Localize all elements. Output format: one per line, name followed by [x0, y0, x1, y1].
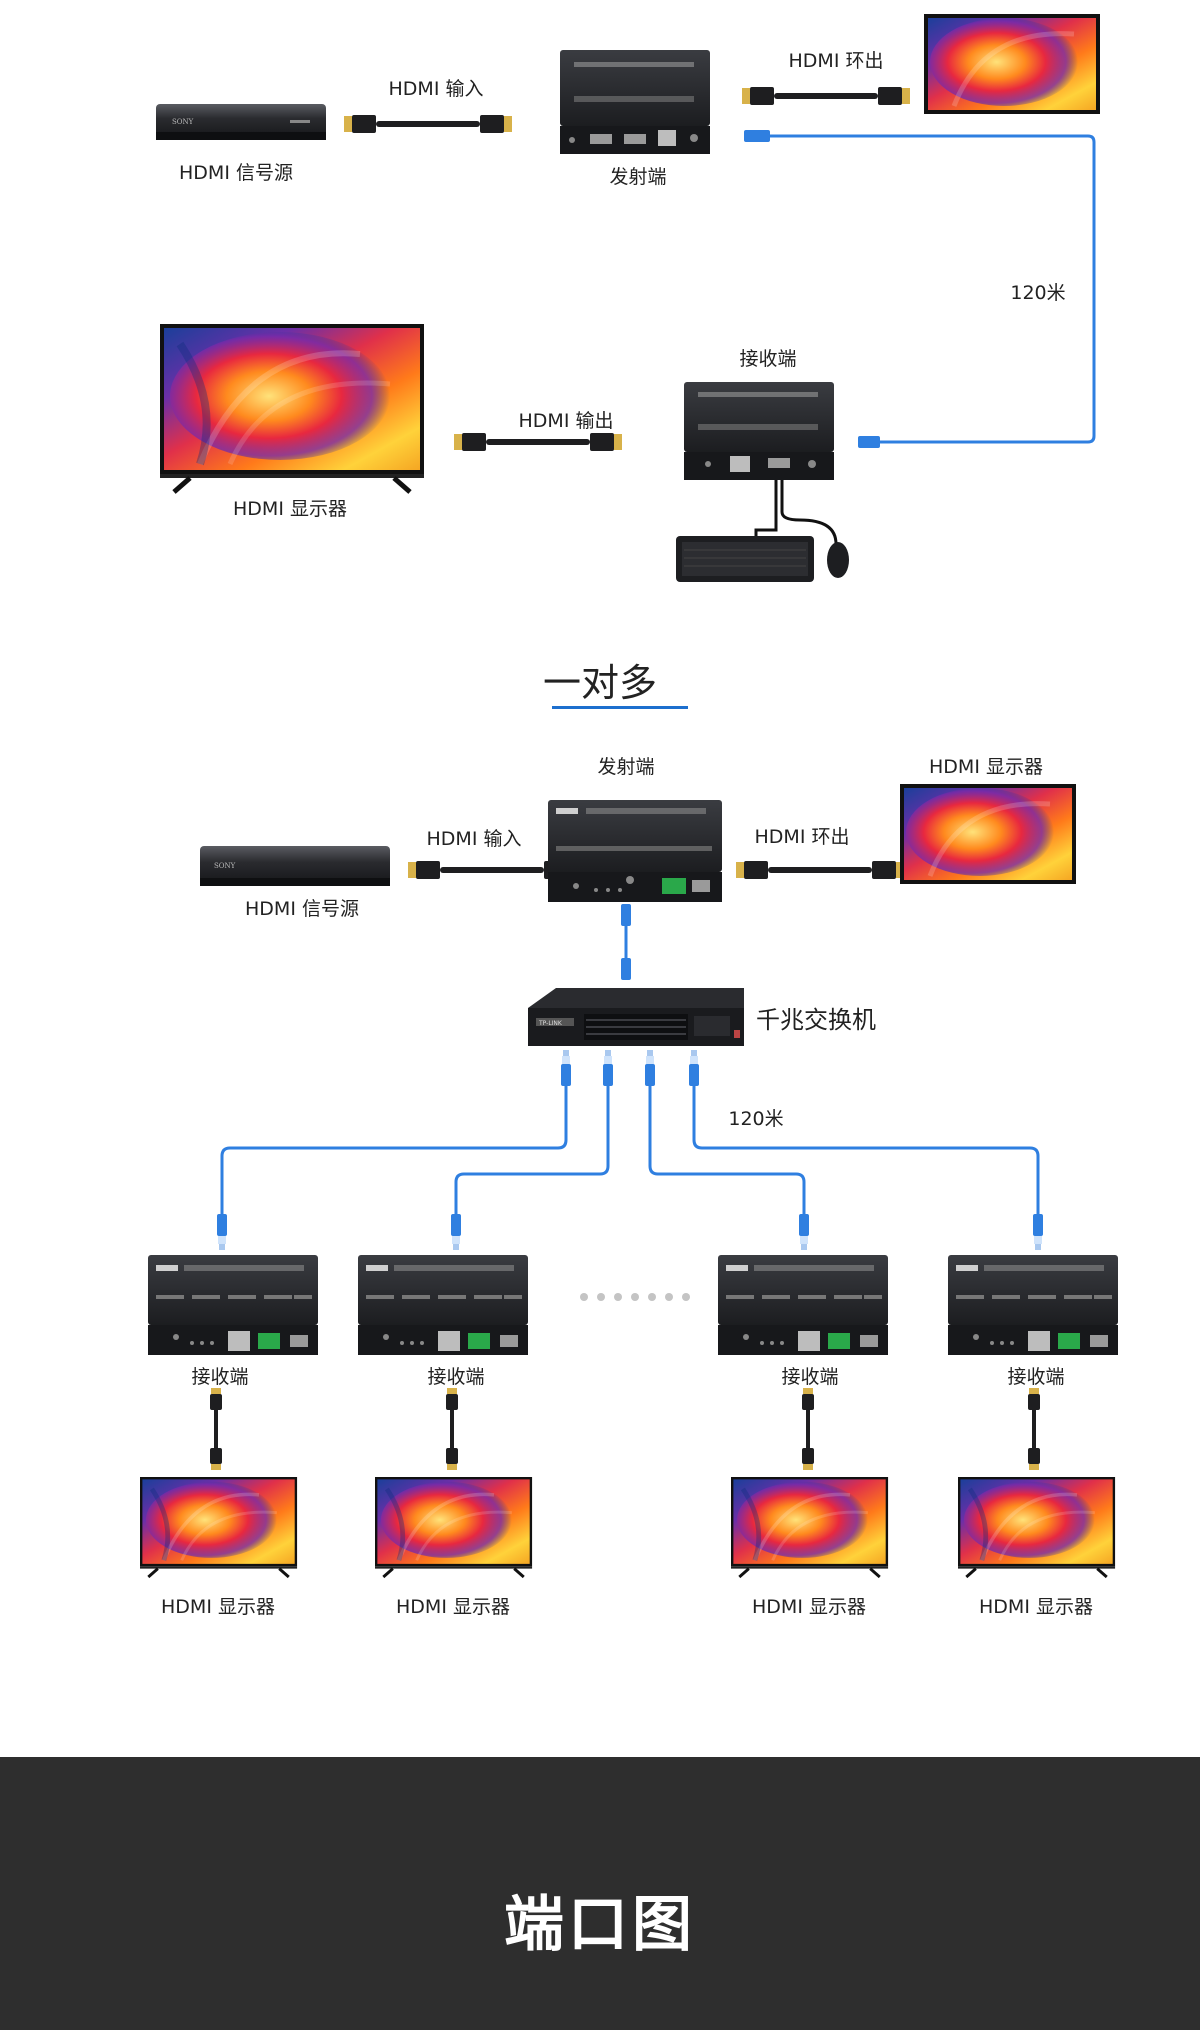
- m-transmitter: [548, 800, 722, 902]
- m-display-label-4: HDMI 显示器: [979, 1596, 1093, 1618]
- m-receiver-2: [358, 1255, 528, 1355]
- m-display-top-label: HDMI 显示器: [929, 756, 1043, 778]
- p2p-receiver-label: 接收端: [739, 348, 797, 370]
- p2p-hdmi-loop-label: HDMI 环出: [788, 50, 884, 72]
- m-hdmi-cable-1: [210, 1388, 222, 1470]
- p2p-receiver: [684, 382, 834, 480]
- m-source-player: SONY: [200, 846, 390, 886]
- m-hdmi-cable-3: [802, 1388, 814, 1470]
- p2p-display-tv: [160, 324, 424, 492]
- p2p-transmitter-label: 发射端: [609, 166, 667, 188]
- section-title-underline: [552, 706, 688, 709]
- p2p-distance-label: 120米: [1010, 282, 1066, 304]
- p2p-loop-monitor: [924, 14, 1100, 114]
- p2p-hdmi-out-cable: [454, 433, 622, 451]
- footer-title: 端口图: [504, 1890, 696, 1960]
- svg-text:SONY: SONY: [172, 118, 194, 126]
- p2p-hdmi-loop-cable: [742, 87, 910, 105]
- m-hdmi-cable-4: [1028, 1388, 1040, 1470]
- m-hdmi-cable-2: [446, 1388, 458, 1470]
- m-ellipsis-dots: [580, 1293, 690, 1301]
- m-receiver-1: [148, 1255, 318, 1355]
- m-display-2: [375, 1477, 532, 1577]
- p2p-transmitter: [560, 50, 710, 154]
- m-display-4: [958, 1477, 1115, 1577]
- svg-text:SONY: SONY: [214, 862, 236, 870]
- m-receiver-label-4: 接收端: [1007, 1366, 1065, 1388]
- p2p-hdmi-in-cable: [344, 115, 512, 133]
- p2p-network-cable: [744, 130, 1096, 448]
- p2p-keyboard-mouse: [676, 480, 849, 582]
- p2p-hdmi-in-label: HDMI 输入: [388, 78, 484, 100]
- section-title-one-to-many: 一对多: [542, 661, 658, 705]
- m-receiver-label-1: 接收端: [191, 1366, 249, 1388]
- p2p-display-label: HDMI 显示器: [233, 498, 347, 520]
- p2p-source-label: HDMI 信号源: [179, 162, 293, 184]
- m-display-1: [140, 1477, 297, 1577]
- m-source-label: HDMI 信号源: [245, 898, 359, 920]
- m-switch-label: 千兆交换机: [756, 1006, 876, 1034]
- m-display-label-2: HDMI 显示器: [396, 1596, 510, 1618]
- m-distance-label: 120米: [728, 1108, 784, 1130]
- p2p-hdmi-out-label: HDMI 输出: [518, 410, 614, 432]
- m-transmitter-label: 发射端: [597, 756, 655, 778]
- svg-text:TP-LINK: TP-LINK: [538, 1020, 563, 1027]
- m-receiver-3: [718, 1255, 888, 1355]
- m-distribution-cables: [217, 1050, 1043, 1250]
- m-uplink-cable: [621, 904, 631, 980]
- m-gigabit-switch: TP-LINK: [528, 988, 744, 1046]
- m-hdmi-loop-label: HDMI 环出: [754, 826, 850, 848]
- m-display-label-1: HDMI 显示器: [161, 1596, 275, 1618]
- m-display-label-3: HDMI 显示器: [752, 1596, 866, 1618]
- m-hdmi-in-label: HDMI 输入: [426, 828, 522, 850]
- m-hdmi-loop-cable: [736, 861, 904, 879]
- m-receiver-label-2: 接收端: [427, 1366, 485, 1388]
- m-display-3: [731, 1477, 888, 1577]
- m-loop-monitor: [900, 784, 1076, 884]
- p2p-source-player: SONY: [156, 104, 326, 140]
- footer-banner: [0, 1757, 1200, 2030]
- m-receiver-label-3: 接收端: [781, 1366, 839, 1388]
- m-receiver-4: [948, 1255, 1118, 1355]
